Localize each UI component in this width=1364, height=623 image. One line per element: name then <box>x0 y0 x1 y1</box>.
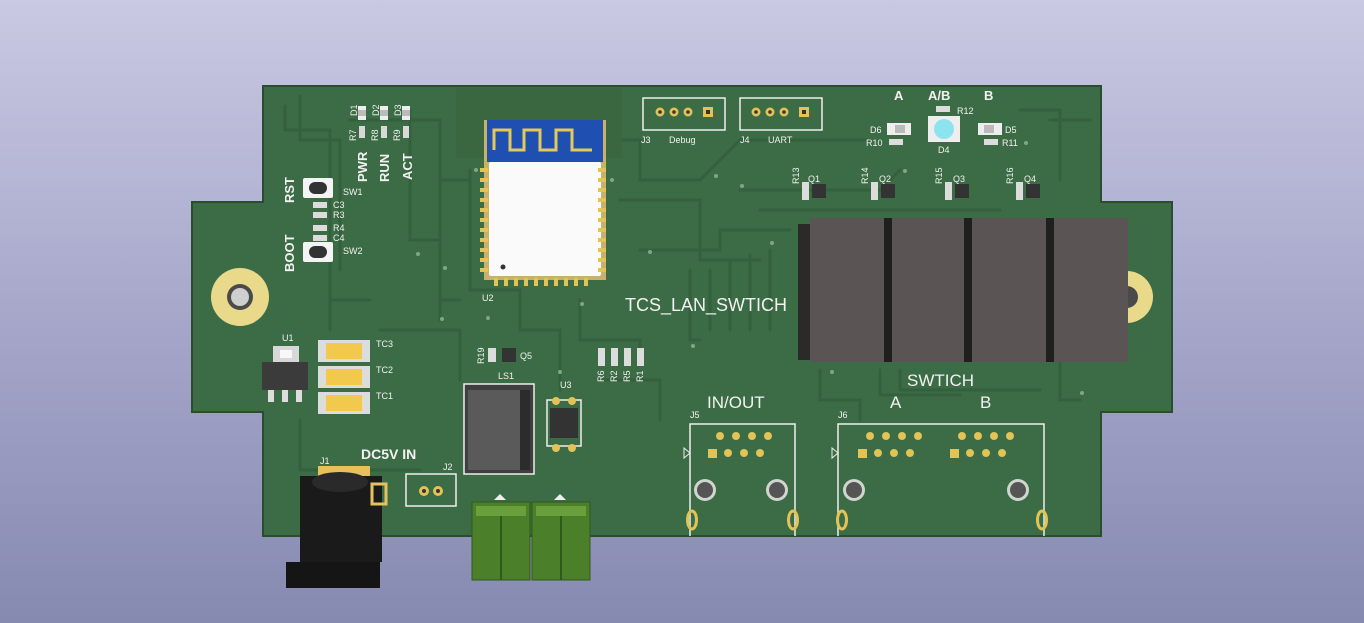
rj45-connector-j5 <box>683 423 799 536</box>
dual-rj45-connector-j6 <box>831 423 1048 536</box>
ref-d4: D4 <box>938 145 950 155</box>
driver-transistors <box>802 182 1040 200</box>
buzzer-ls1 <box>463 383 535 475</box>
ref-u3: U3 <box>560 380 572 390</box>
ref-r12: R12 <box>957 106 974 116</box>
ref-r10: R10 <box>866 138 883 148</box>
ref-r5: R5 <box>622 370 632 382</box>
ref-q3: Q3 <box>953 174 965 184</box>
label-in-out: IN/OUT <box>707 393 765 412</box>
dc-barrel-jack-j1 <box>286 466 388 588</box>
ref-j5: J5 <box>690 410 700 420</box>
reset-button-sw1 <box>303 178 333 198</box>
ref-tc3: TC3 <box>376 339 393 349</box>
relays <box>798 218 1128 362</box>
label-debug: Debug <box>669 135 696 145</box>
terminal-blocks <box>471 494 591 581</box>
boot-button-sw2 <box>303 242 333 262</box>
label-led-a: A <box>894 88 904 103</box>
ref-d6: D6 <box>870 125 882 135</box>
regulator-u1 <box>262 346 308 402</box>
board-title: TCS_LAN_SWTICH <box>625 295 787 316</box>
label-led-b: B <box>984 88 993 103</box>
ref-j2: J2 <box>443 462 453 472</box>
esp-module-pads <box>480 168 606 286</box>
small-passives-left <box>313 202 327 241</box>
transistor-q5 <box>488 348 516 362</box>
ref-q2: Q2 <box>879 174 891 184</box>
ref-sw1: SW1 <box>343 187 363 197</box>
label-port-b: B <box>980 393 991 412</box>
ref-r15: R15 <box>934 167 944 184</box>
ref-ls1: LS1 <box>498 371 514 381</box>
ref-d1: D1 <box>349 104 359 116</box>
label-led-ab: A/B <box>928 88 950 103</box>
status-leds <box>358 106 410 138</box>
copper-traces <box>283 94 1092 472</box>
ref-r3: R3 <box>333 210 345 220</box>
indicator-leds <box>887 106 1002 145</box>
ref-u1: U1 <box>282 333 294 343</box>
ref-r2: R2 <box>609 370 619 382</box>
ref-d3: D3 <box>393 104 403 116</box>
mounting-hole-left <box>211 268 269 326</box>
label-uart: UART <box>768 135 793 145</box>
ref-r1: R1 <box>635 370 645 382</box>
ref-r13: R13 <box>791 167 801 184</box>
ref-r16: R16 <box>1005 167 1015 184</box>
resistor-array <box>598 348 644 366</box>
ref-d5: D5 <box>1005 125 1017 135</box>
debug-header-j3 <box>642 97 726 131</box>
ref-r6: R6 <box>596 370 606 382</box>
label-boot: BOOT <box>282 234 297 272</box>
ref-r8: R8 <box>370 129 380 141</box>
ref-j1: J1 <box>320 456 330 466</box>
label-port-a: A <box>890 393 902 412</box>
label-run: RUN <box>377 154 392 182</box>
ref-j6: J6 <box>838 410 848 420</box>
ref-r4: R4 <box>333 223 345 233</box>
chip-u3 <box>546 397 582 452</box>
ref-c4: C4 <box>333 233 345 243</box>
ref-tc1: TC1 <box>376 391 393 401</box>
ref-r11: R11 <box>1002 138 1018 148</box>
ref-c3: C3 <box>333 200 345 210</box>
ref-q1: Q1 <box>808 174 820 184</box>
label-dc-in: DC5V IN <box>361 446 416 462</box>
tantalum-capacitors <box>318 340 370 414</box>
header-j2 <box>405 473 457 507</box>
ref-sw2: SW2 <box>343 246 363 256</box>
ref-r9: R9 <box>392 129 402 141</box>
label-act: ACT <box>400 153 415 180</box>
label-pwr: PWR <box>355 151 370 182</box>
ref-r7: R7 <box>348 129 358 141</box>
ref-r14: R14 <box>860 167 870 184</box>
uart-header-j4 <box>739 97 823 131</box>
ref-d2: D2 <box>371 104 381 116</box>
ref-u2: U2 <box>482 293 494 303</box>
ref-j3: J3 <box>641 135 651 145</box>
ref-tc2: TC2 <box>376 365 393 375</box>
ref-r19: R19 <box>476 347 486 364</box>
esp-module-u2 <box>484 120 606 280</box>
ref-q5: Q5 <box>520 351 532 361</box>
label-swtich: SWTICH <box>907 371 974 390</box>
label-rst: RST <box>282 177 297 203</box>
ref-q4: Q4 <box>1024 174 1036 184</box>
ref-j4: J4 <box>740 135 750 145</box>
